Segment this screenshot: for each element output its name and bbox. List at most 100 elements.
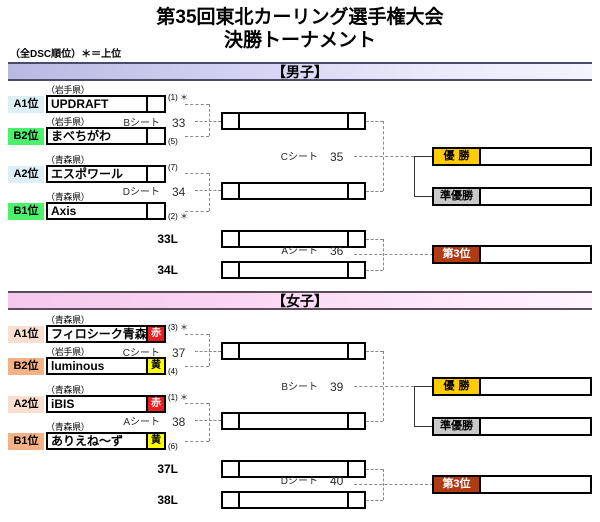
match-cap-left: [223, 114, 240, 128]
sheet-label-men-36: Aシート: [281, 246, 318, 257]
match-cap-left: [223, 184, 240, 198]
team-name-men-3: エスポワール: [51, 167, 124, 181]
team-box-men-2[interactable]: まべちがわ: [46, 127, 166, 145]
team-name-women-1: フィロシーク青森: [51, 327, 146, 341]
connector-men-final-bottom: [366, 191, 383, 192]
connector-women-final-top: [366, 351, 383, 352]
game-number-men-33: 33: [172, 116, 186, 130]
sheet-label-men-33: Bシート: [123, 118, 160, 129]
stone-color-women-1: 赤: [146, 327, 164, 341]
match-cap-left: [223, 232, 240, 246]
result-tag-women-runnerup: 準優勝: [434, 419, 481, 434]
sheet-label-women-37: Cシート: [122, 348, 160, 359]
team-box-women-1[interactable]: フィロシーク青森 赤: [46, 325, 166, 343]
result-box-women-champion[interactable]: 優勝: [432, 377, 592, 396]
team-box-men-4[interactable]: Axis: [46, 202, 166, 220]
game-number-men-34: 34: [172, 185, 186, 199]
connector-men-33-bottom: [185, 136, 209, 137]
stone-color-men-4: [146, 204, 164, 218]
match-box-women-bronze-top[interactable]: [221, 460, 366, 478]
connector-men-33-out: [195, 121, 221, 122]
seed-men-4: (2) ＊: [168, 212, 188, 221]
result-team-women-runnerup: [481, 419, 590, 434]
result-team-women-third: [481, 477, 590, 492]
match-box-men-bronze-top[interactable]: [221, 230, 366, 248]
stone-color-women-2: 黄: [146, 359, 164, 373]
result-box-men-runnerup[interactable]: 準優勝: [432, 187, 592, 206]
match-cap-right: [347, 263, 364, 277]
match-body: [240, 493, 347, 507]
match-cap-left: [223, 462, 240, 476]
result-box-men-third[interactable]: 第3位: [432, 245, 592, 264]
connector-women-podium-vert: [414, 386, 415, 426]
stone-color-men-2: [146, 129, 164, 143]
connector-men-33-vert: [209, 104, 210, 136]
sheet-label-women-39: Bシート: [281, 382, 318, 393]
team-name-women-2: luminous: [51, 359, 105, 373]
connector-women-37-top: [185, 334, 209, 335]
stone-color-women-4: 黄: [146, 434, 164, 448]
match-box-men-semi-top[interactable]: [221, 112, 366, 130]
seed-men-2: (5): [168, 137, 178, 146]
result-box-men-champion[interactable]: 優勝: [432, 147, 592, 166]
rank-chip-women-3: A2位: [8, 396, 44, 413]
match-body: [240, 114, 347, 128]
connector-men-gold: [414, 156, 433, 157]
result-box-women-third[interactable]: 第3位: [432, 475, 592, 494]
connector-women-final-bottom: [366, 421, 383, 422]
team-name-women-4: ありえね～ず: [51, 434, 124, 448]
match-box-men-semi-bottom[interactable]: [221, 182, 366, 200]
connector-men-bronze-bottom: [366, 270, 383, 271]
match-cap-right: [347, 493, 364, 507]
result-team-men-champion: [481, 149, 590, 164]
section-header-men: 【男子】: [8, 62, 592, 81]
sheet-label-women-40: Dシート: [280, 476, 318, 487]
result-box-women-runnerup[interactable]: 準優勝: [432, 417, 592, 436]
seed-women-4: (6): [168, 442, 178, 451]
team-box-men-1[interactable]: UPDRAFT: [46, 95, 166, 113]
connector-men-final-top: [366, 121, 383, 122]
team-name-men-1: UPDRAFT: [51, 97, 109, 111]
match-box-women-bronze-bottom[interactable]: [221, 491, 366, 509]
rank-chip-men-1: A1位: [8, 96, 44, 113]
match-cap-left: [223, 493, 240, 507]
stone-color-men-1: [146, 97, 164, 111]
match-cap-right: [347, 414, 364, 428]
team-box-men-3[interactable]: エスポワール: [46, 165, 166, 183]
connector-women-38-out: [195, 420, 221, 421]
team-box-women-4[interactable]: ありえね～ず 黄: [46, 432, 166, 450]
match-box-men-bronze-bottom[interactable]: [221, 261, 366, 279]
match-body: [240, 344, 347, 358]
connector-men-34-out: [195, 190, 221, 191]
match-box-women-semi-bottom[interactable]: [221, 412, 366, 430]
result-team-men-runnerup: [481, 189, 590, 204]
match-cap-right: [347, 344, 364, 358]
match-cap-right: [347, 462, 364, 476]
match-cap-left: [223, 414, 240, 428]
sheet-label-women-38: Aシート: [123, 417, 160, 428]
rank-chip-women-1: A1位: [8, 326, 44, 343]
result-team-women-champion: [481, 379, 590, 394]
loser-slot-label-women-2: 38L: [157, 493, 178, 507]
team-box-women-3[interactable]: iBIS 赤: [46, 395, 166, 413]
result-tag-men-champion: 優勝: [434, 149, 481, 164]
connector-women-38-bottom: [185, 441, 209, 442]
connector-men-bronze-out: [354, 254, 433, 255]
connector-women-gold: [414, 386, 433, 387]
connector-women-bronze-bottom: [366, 500, 383, 501]
team-name-men-4: Axis: [51, 204, 77, 218]
game-number-women-40: 40: [330, 474, 344, 488]
team-box-women-2[interactable]: luminous 黄: [46, 357, 166, 375]
connector-women-bronze-top: [366, 469, 383, 470]
result-tag-women-third: 第3位: [434, 477, 481, 492]
connector-men-34-bottom: [185, 211, 209, 212]
dsc-ranking-note: （全DSC順位）＊＝上位: [10, 49, 122, 60]
team-name-men-2: まべちがわ: [51, 129, 112, 143]
stone-color-men-3: [146, 167, 164, 181]
match-body: [240, 414, 347, 428]
rank-chip-men-2: B2位: [8, 128, 44, 145]
connector-women-silver: [414, 426, 433, 427]
connector-women-final-out: [354, 386, 414, 387]
match-box-women-semi-top[interactable]: [221, 342, 366, 360]
